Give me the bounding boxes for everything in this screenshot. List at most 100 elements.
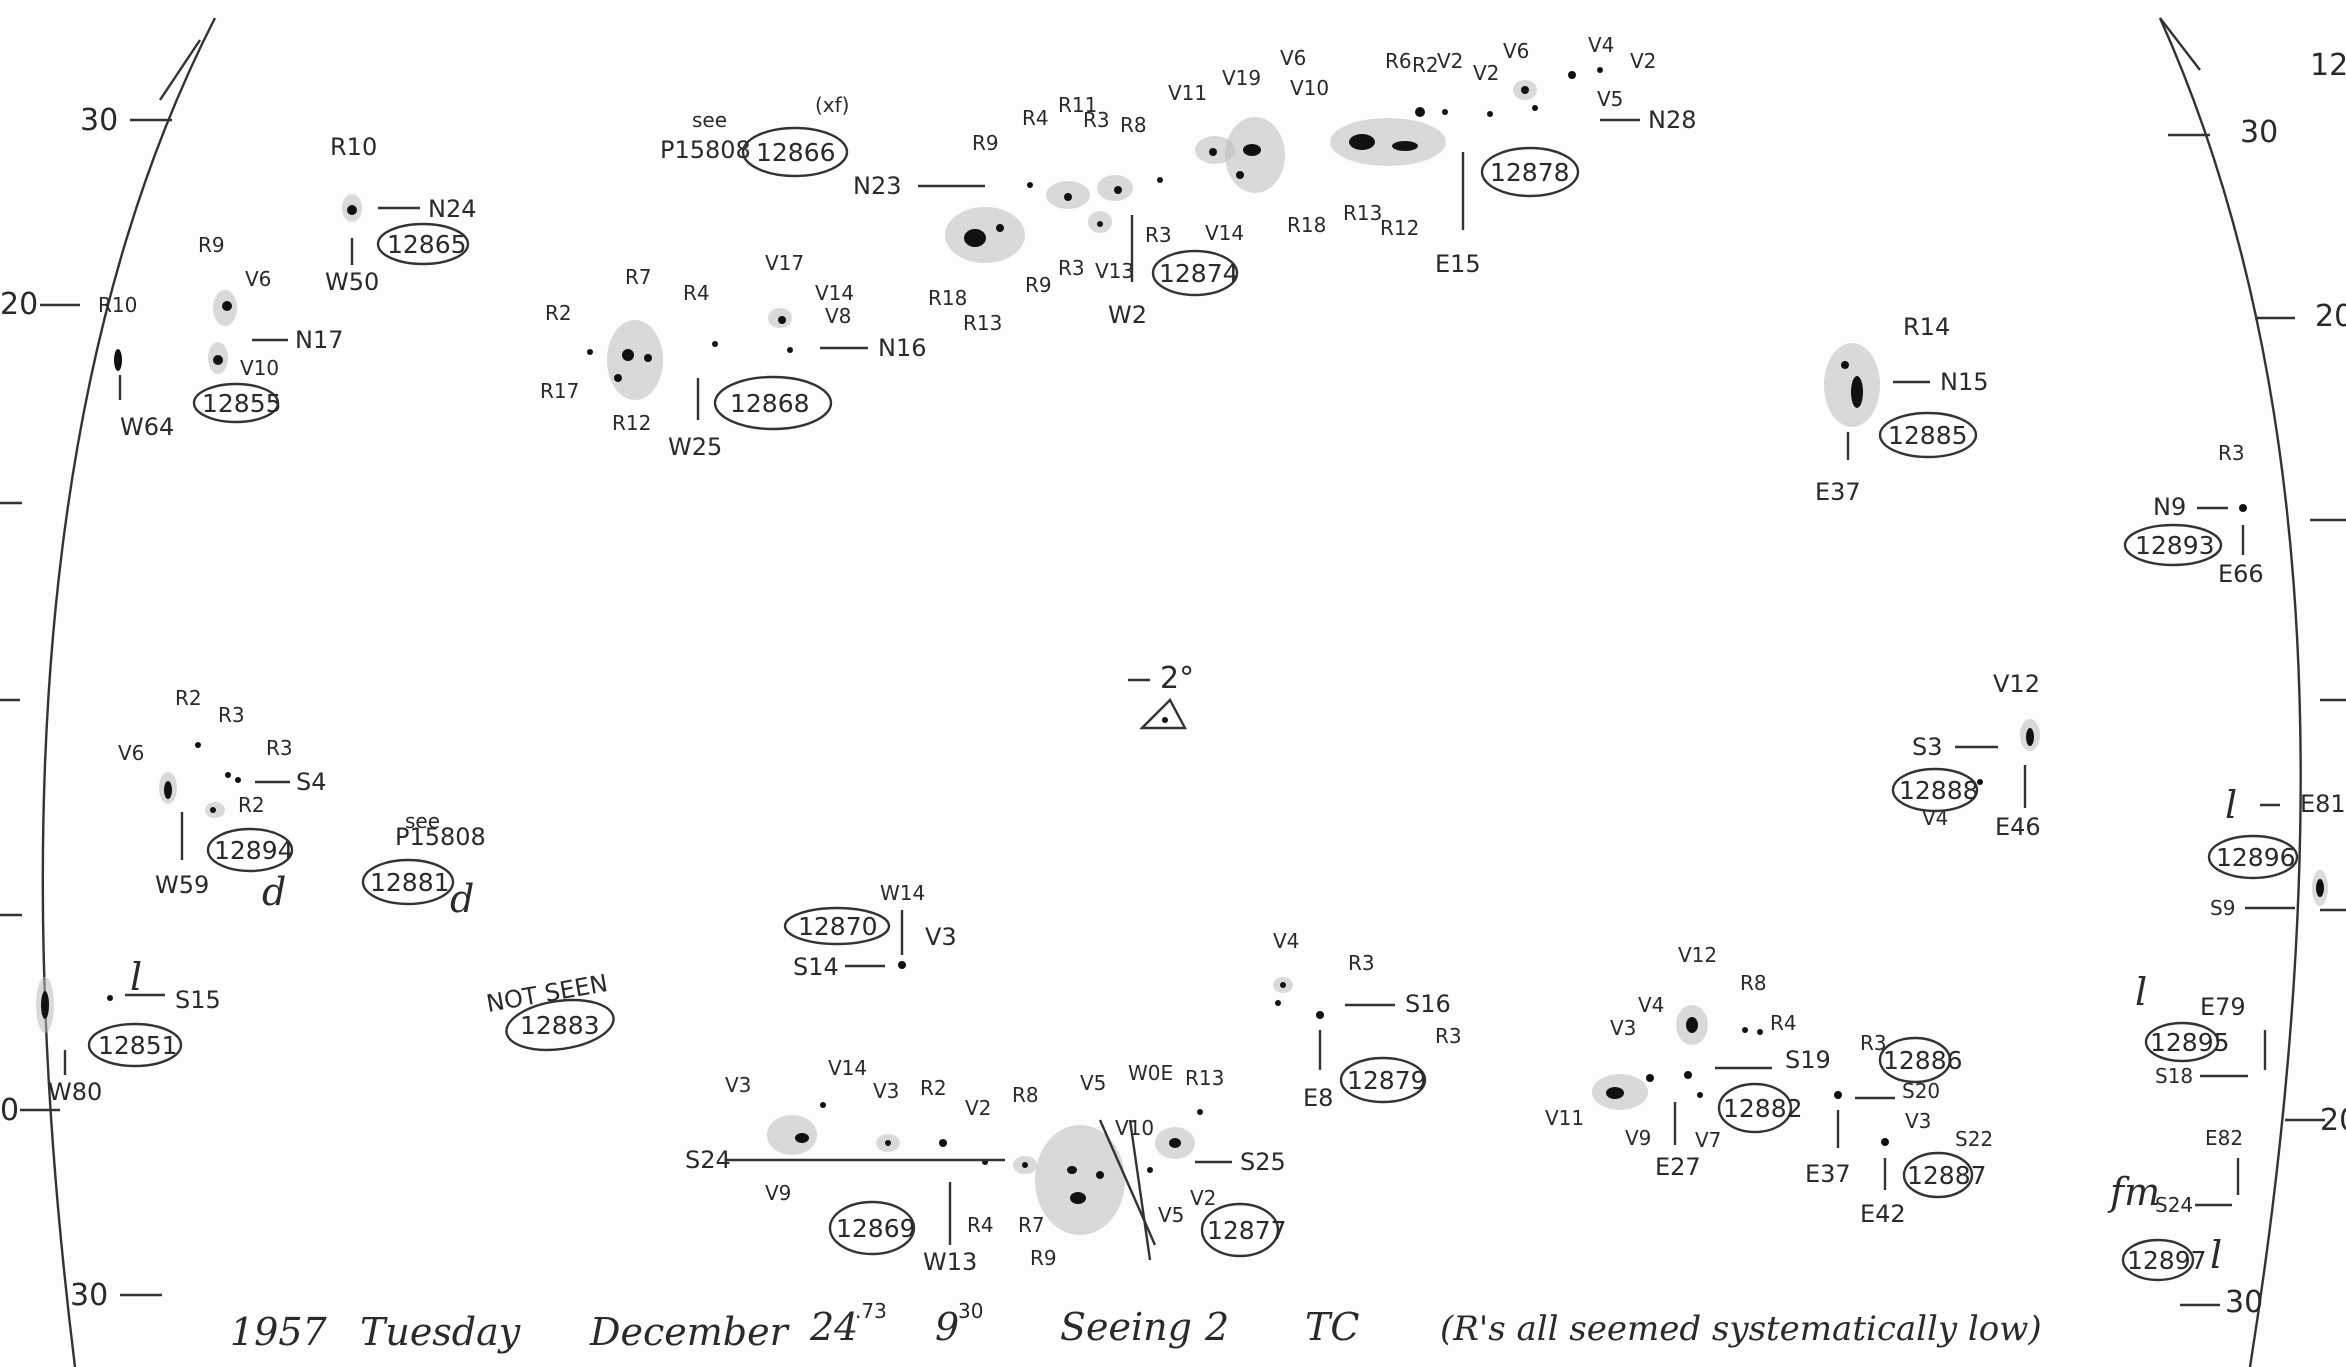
label: R13 (1185, 1066, 1224, 1090)
label: d (450, 877, 474, 921)
footer-time-sup: 30 (958, 1299, 983, 1323)
umbra (1597, 67, 1603, 73)
umbra (1209, 148, 1217, 156)
label: V10 (1115, 1116, 1154, 1140)
label: E42 (1860, 1200, 1906, 1228)
label: W14 (880, 881, 925, 905)
limb-top-right (2159, 17, 2201, 71)
group-oval-12866[interactable] (741, 126, 849, 178)
group-oval-12870[interactable] (783, 906, 891, 946)
umbra (1070, 1192, 1086, 1204)
label: R7 (625, 265, 652, 289)
label: V6 (1280, 46, 1306, 70)
group-oval-12894[interactable] (206, 827, 294, 873)
group-oval-12897[interactable] (2121, 1238, 2195, 1282)
group-oval-12881[interactable] (361, 858, 455, 906)
limb-top-left (159, 39, 201, 101)
label: W25 (668, 433, 722, 461)
label: V11 (1168, 81, 1207, 105)
group-oval-12885[interactable] (1878, 411, 1978, 459)
label: R7 (1018, 1213, 1045, 1237)
footer-year: 1957 (230, 1310, 328, 1354)
group-oval-12868[interactable] (713, 375, 833, 431)
group-oval-12874[interactable] (1151, 249, 1239, 297)
group-oval-12879[interactable] (1339, 1056, 1427, 1104)
label: R18 (928, 286, 967, 310)
label: E79 (2200, 993, 2246, 1021)
umbra (1606, 1087, 1624, 1099)
group-oval-12877[interactable] (1200, 1202, 1280, 1258)
group-id: 12866 (756, 138, 836, 167)
umbra (1841, 361, 1849, 369)
label: W0E (1128, 1061, 1173, 1085)
label: V12 (1678, 943, 1717, 967)
label: V3 (873, 1079, 899, 1103)
group-oval-12855[interactable] (192, 382, 280, 424)
label: V5 (1158, 1203, 1184, 1227)
label: S9 (2210, 896, 2235, 920)
penumbra (767, 1115, 817, 1155)
label: W80 (48, 1078, 102, 1106)
group-oval-12886[interactable] (1878, 1036, 1952, 1084)
group-id: 12878 (1490, 158, 1570, 187)
umbra (2316, 879, 2324, 897)
group-id: 12851 (98, 1031, 178, 1060)
label: V8 (825, 304, 851, 328)
penumbra (1035, 1125, 1125, 1235)
umbra (1646, 1074, 1654, 1082)
leader (1128, 1119, 1152, 1261)
group-id: 12868 (730, 389, 810, 418)
umbra (1881, 1138, 1889, 1146)
umbra (1275, 1000, 1281, 1006)
group-oval-12896[interactable] (2207, 834, 2299, 880)
group-oval-12882[interactable] (1717, 1082, 1793, 1134)
label: R11 (1058, 93, 1097, 117)
umbra (1532, 105, 1538, 111)
group-id: 12893 (2135, 531, 2215, 560)
label: see (692, 108, 727, 132)
group-oval-12851[interactable] (87, 1022, 183, 1068)
group-oval-12865[interactable] (376, 222, 470, 266)
group-oval-12883[interactable] (503, 994, 617, 1057)
label: R4 (1022, 106, 1049, 130)
label: R3 (1145, 223, 1172, 247)
label: R9 (1030, 1246, 1057, 1270)
label: V10 (240, 356, 279, 380)
umbra (1236, 171, 1244, 179)
group-oval-12893[interactable] (2123, 523, 2223, 567)
group-oval-12869[interactable] (828, 1200, 916, 1256)
group-oval-12878[interactable] (1480, 146, 1580, 198)
label: S22 (1955, 1127, 1993, 1151)
label: S3 (1912, 733, 1943, 761)
label: l (2210, 1233, 2222, 1277)
group-oval-12887[interactable] (1902, 1151, 1974, 1199)
label: W13 (923, 1248, 977, 1276)
label: V2 (1630, 49, 1656, 73)
label: V6 (245, 267, 271, 291)
umbra (210, 807, 216, 813)
label: S4 (296, 768, 327, 796)
group-id: 12897 (2127, 1246, 2207, 1275)
group-id: 12877 (1207, 1216, 1287, 1245)
umbra (1686, 1017, 1698, 1033)
label: S24 (2155, 1193, 2193, 1217)
label: N28 (1648, 106, 1697, 134)
footer-note: (R's all seemed systematically low) (1440, 1309, 2042, 1349)
group-oval-12888[interactable] (1891, 767, 1979, 813)
label: P15808 (660, 136, 751, 164)
umbra (2239, 504, 2247, 512)
label: fm (2107, 1170, 2160, 1214)
group-oval-12895[interactable] (2144, 1021, 2220, 1063)
footer-time: 9 (935, 1305, 959, 1349)
axis-corner-12: 12 (2310, 48, 2346, 83)
umbra (1757, 1029, 1763, 1035)
label: N15 (1940, 368, 1989, 396)
label: R9 (972, 131, 999, 155)
label: W64 (120, 413, 174, 441)
label: R18 (1287, 213, 1326, 237)
label: V4 (1273, 929, 1299, 953)
label: V2 (1473, 61, 1499, 85)
label: V13 (1095, 259, 1134, 283)
label: S20 (1902, 1079, 1940, 1103)
